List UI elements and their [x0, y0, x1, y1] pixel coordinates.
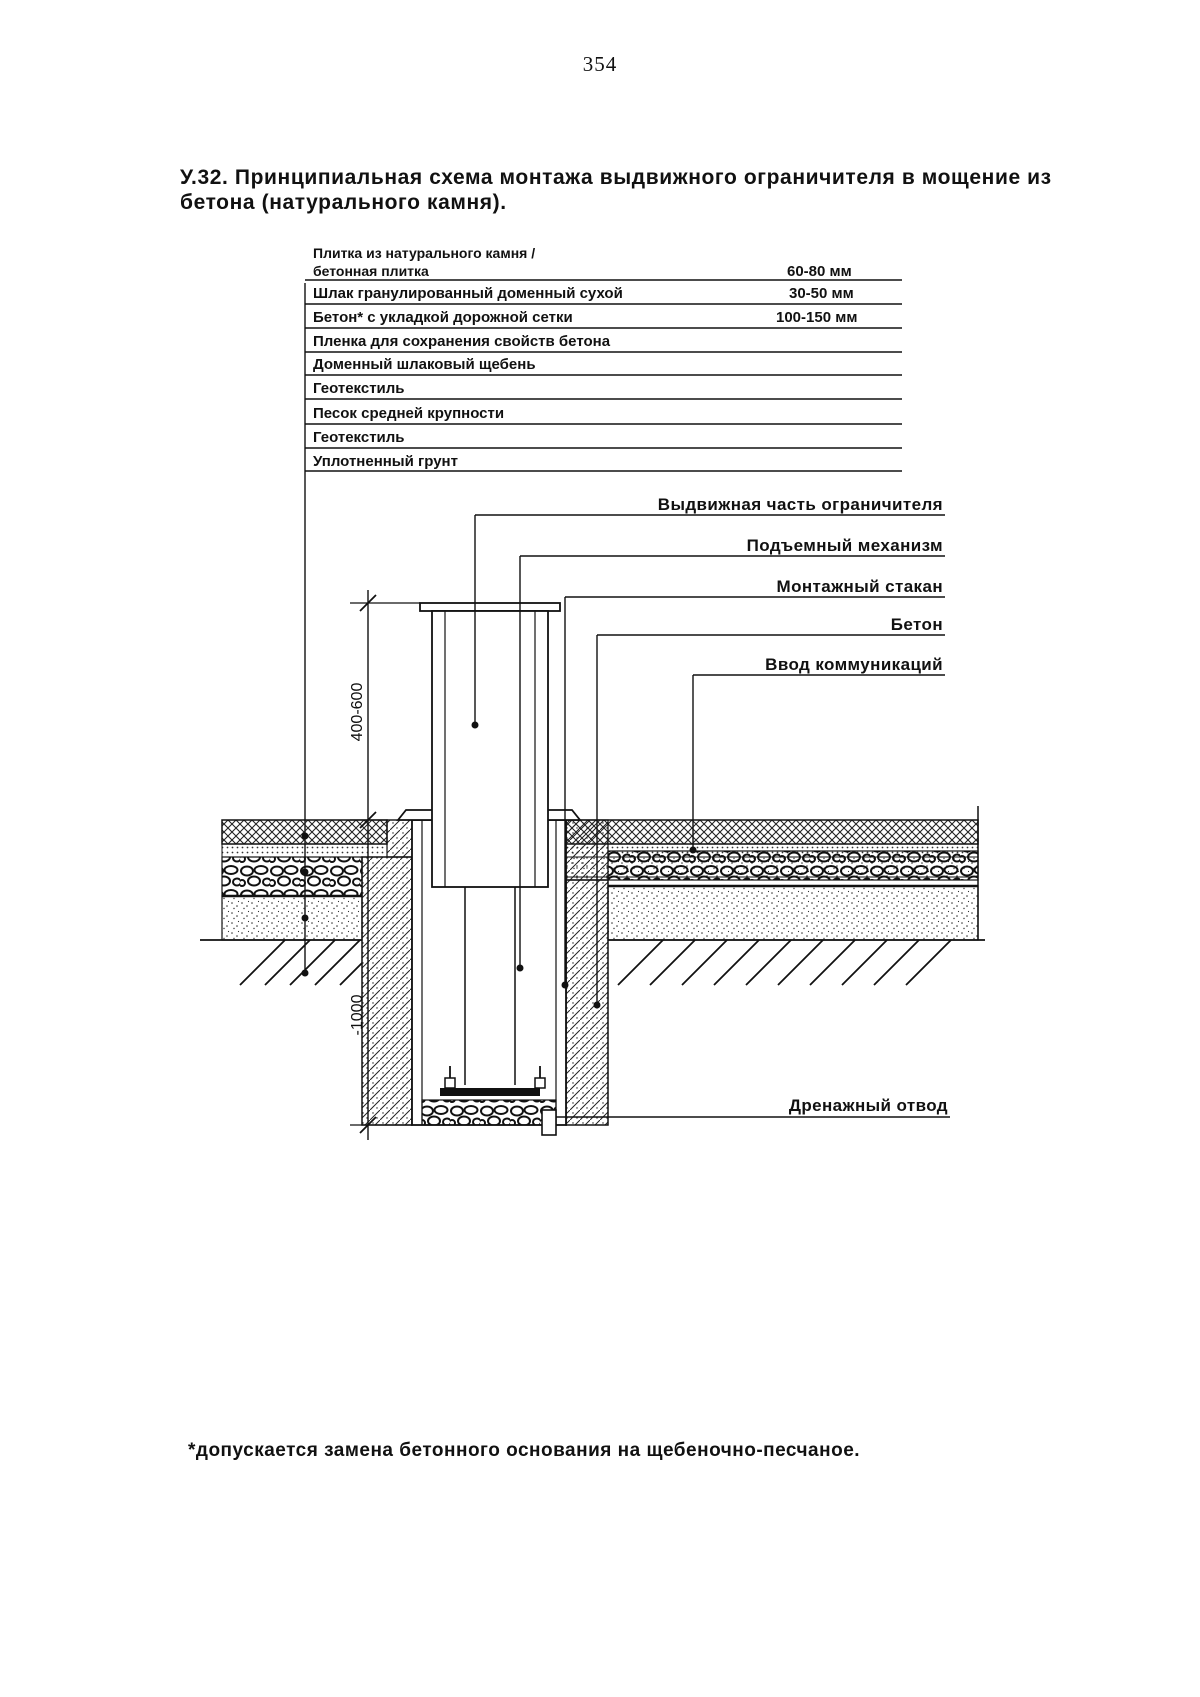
callout-utility-entry: Ввод коммуникаций	[765, 655, 943, 674]
callout-mounting-sleeve: Монтажный стакан	[777, 577, 943, 596]
callout-concrete: Бетон	[891, 615, 943, 634]
layer-8-label: Уплотненный грунт	[313, 453, 458, 470]
callout-leaders	[301, 514, 950, 1118]
callout-lifting-mechanism: Подъемный механизм	[747, 536, 943, 555]
layer-2-label: Бетон* с укладкой дорожной сетки	[313, 309, 573, 326]
layer-0-label-line-1: Плитка из натурального камня /	[313, 245, 535, 261]
layer-1-thickness: 30-50 мм	[789, 285, 854, 302]
retractable-bollard	[419, 602, 561, 888]
layer-0-thickness: 60-80 мм	[787, 263, 852, 280]
callout-drainage-outlet: Дренажный отвод	[789, 1096, 948, 1115]
layer-1-label: Шлак гранулированный доменный сухой	[313, 285, 623, 302]
layer-6-label: Песок средней крупности	[313, 405, 504, 422]
layer-3-label: Пленка для сохранения свойств бетона	[313, 333, 611, 350]
callout-retractable-part: Выдвижная часть ограничителя	[658, 495, 943, 514]
dimension-upper: 400-600	[349, 683, 366, 742]
dimension-lower: -1000	[349, 994, 366, 1035]
dimension-lines	[350, 590, 420, 1140]
layer-5-label: Геотекстиль	[313, 380, 405, 397]
page-number: 354	[582, 52, 618, 76]
layer-legend: Плитка из натурального камня / бетонная …	[304, 245, 902, 973]
concrete-foundation	[361, 819, 609, 1126]
footnote: *допускается замена бетонного основания …	[188, 1440, 861, 1461]
layer-0-label-line-2: бетонная плитка	[313, 263, 429, 279]
layer-4-label: Доменный шлаковый щебень	[313, 356, 536, 373]
figure-caption: У.32. Принципиальная схема монтажа выдви…	[180, 166, 1052, 214]
ground-cross-section	[200, 806, 985, 986]
layer-2-thickness: 100-150 мм	[776, 309, 857, 326]
layer-7-label: Геотекстиль	[313, 429, 405, 446]
lifting-mechanism	[421, 887, 557, 1136]
